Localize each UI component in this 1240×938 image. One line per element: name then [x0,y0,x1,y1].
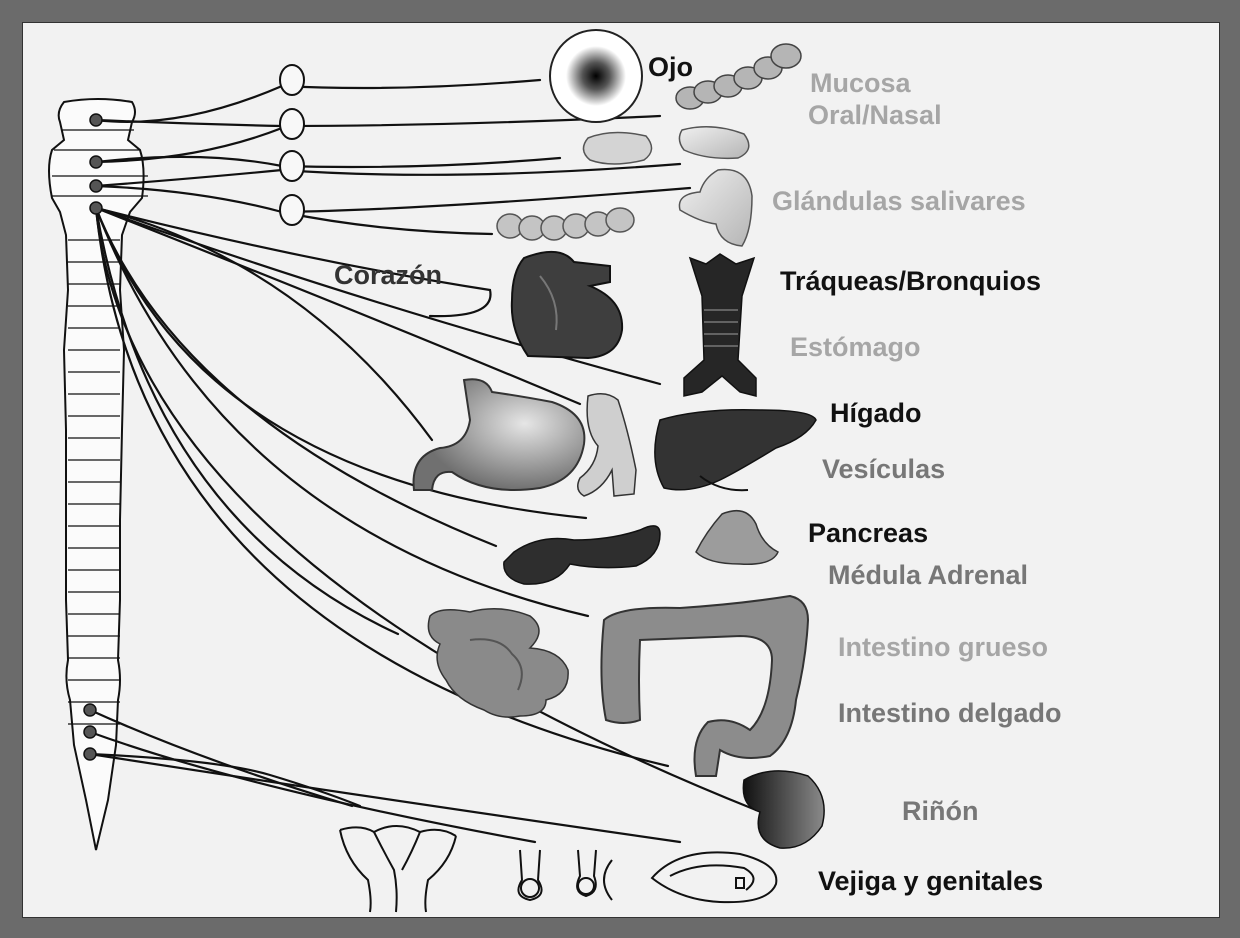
large-intestine-icon [601,596,808,776]
kidney-icon [743,771,824,848]
label-higado: Hígado [830,398,922,428]
label-corazon: Corazón [334,260,442,290]
label-traqueas: Tráqueas/Bronquios [780,266,1041,296]
label-vejiga: Vejiga y genitales [818,866,1043,896]
label-intestino-delgado: Intestino delgado [838,698,1062,728]
pancreas-icon [504,526,660,584]
liver-icon [655,410,816,491]
label-intestino-grueso: Intestino grueso [838,632,1048,662]
mucosa-icon [676,44,801,109]
label-glandulas: Glándulas salivares [772,186,1026,216]
trachea-icon [684,254,756,396]
label-medula: Médula Adrenal [828,560,1028,590]
adrenal-icon [578,394,636,496]
ganglion-icon [280,65,304,225]
heart-icon [512,252,622,358]
gallbladder-icon [696,511,778,565]
label-estomago: Estómago [790,332,921,362]
label-ojo: Ojo [648,52,693,82]
salivary-gland-icon [497,127,752,246]
label-vesiculas: Vesículas [822,454,945,484]
label-mucosa-line1: Mucosa [810,68,912,98]
eye-icon [550,30,642,122]
label-rinon: Riñón [902,796,978,826]
label-mucosa-line2: Oral/Nasal [808,100,942,130]
label-pancreas: Pancreas [808,518,928,548]
bladder-genitals-icon [340,826,776,912]
small-intestine-icon [428,609,568,717]
